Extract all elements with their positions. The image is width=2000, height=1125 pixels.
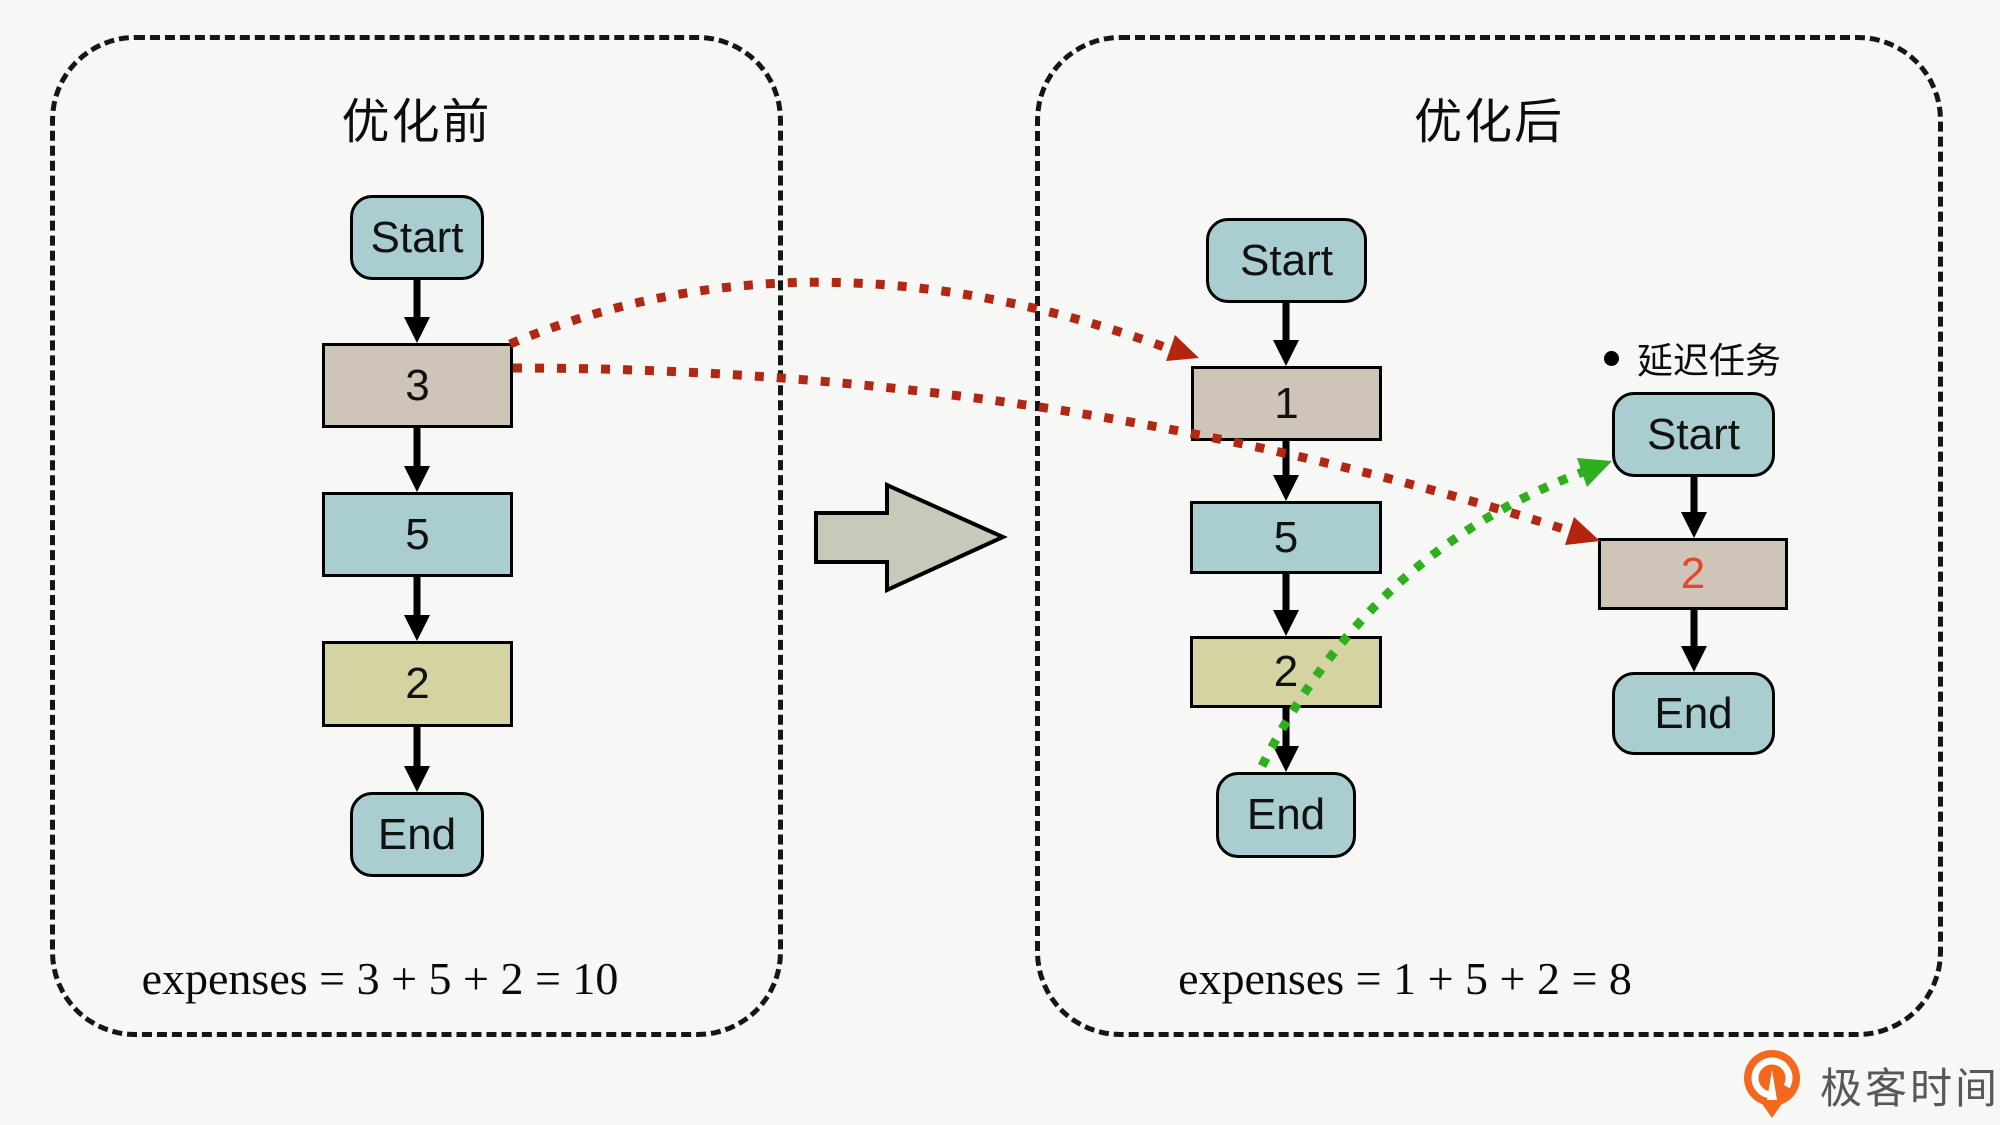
node-after-task-5: 5 [1190, 501, 1382, 574]
panel-after-title: 优化后 [1413, 96, 1564, 149]
node-after-start: Start [1206, 218, 1367, 303]
node-before-task-5: 5 [322, 492, 513, 577]
geektime-logo-icon [1744, 1050, 1800, 1118]
panel-before-title: 优化前 [341, 96, 492, 149]
node-delayed-task-2: 2 [1598, 538, 1788, 610]
node-after-end: End [1216, 772, 1356, 858]
panel-before: 优化前 [50, 35, 783, 1037]
expenses-after: expenses = 1 + 5 + 2 = 8 [1178, 953, 1632, 1004]
bullet-icon [1604, 350, 1619, 366]
geektime-logo-text: 极客时间 [1820, 1064, 2000, 1112]
expenses-before: expenses = 3 + 5 + 2 = 10 [141, 953, 619, 1004]
node-delayed-end: End [1612, 672, 1775, 755]
node-delayed-start: Start [1612, 392, 1775, 477]
panel-after: 优化后 [1035, 35, 1943, 1037]
node-before-task-3: 3 [322, 343, 513, 428]
geektime-logo: 极客时间 [1740, 1048, 2000, 1122]
transform-arrow [814, 481, 1008, 594]
delayed-task-label: 延迟任务 [1604, 332, 1781, 384]
node-before-task-2: 2 [322, 641, 513, 727]
delayed-task-label-text: 延迟任务 [1637, 340, 1782, 381]
node-before-end: End [350, 792, 484, 877]
node-after-task-2: 2 [1190, 636, 1382, 708]
node-before-start: Start [350, 195, 484, 280]
node-after-task-1: 1 [1191, 366, 1382, 441]
